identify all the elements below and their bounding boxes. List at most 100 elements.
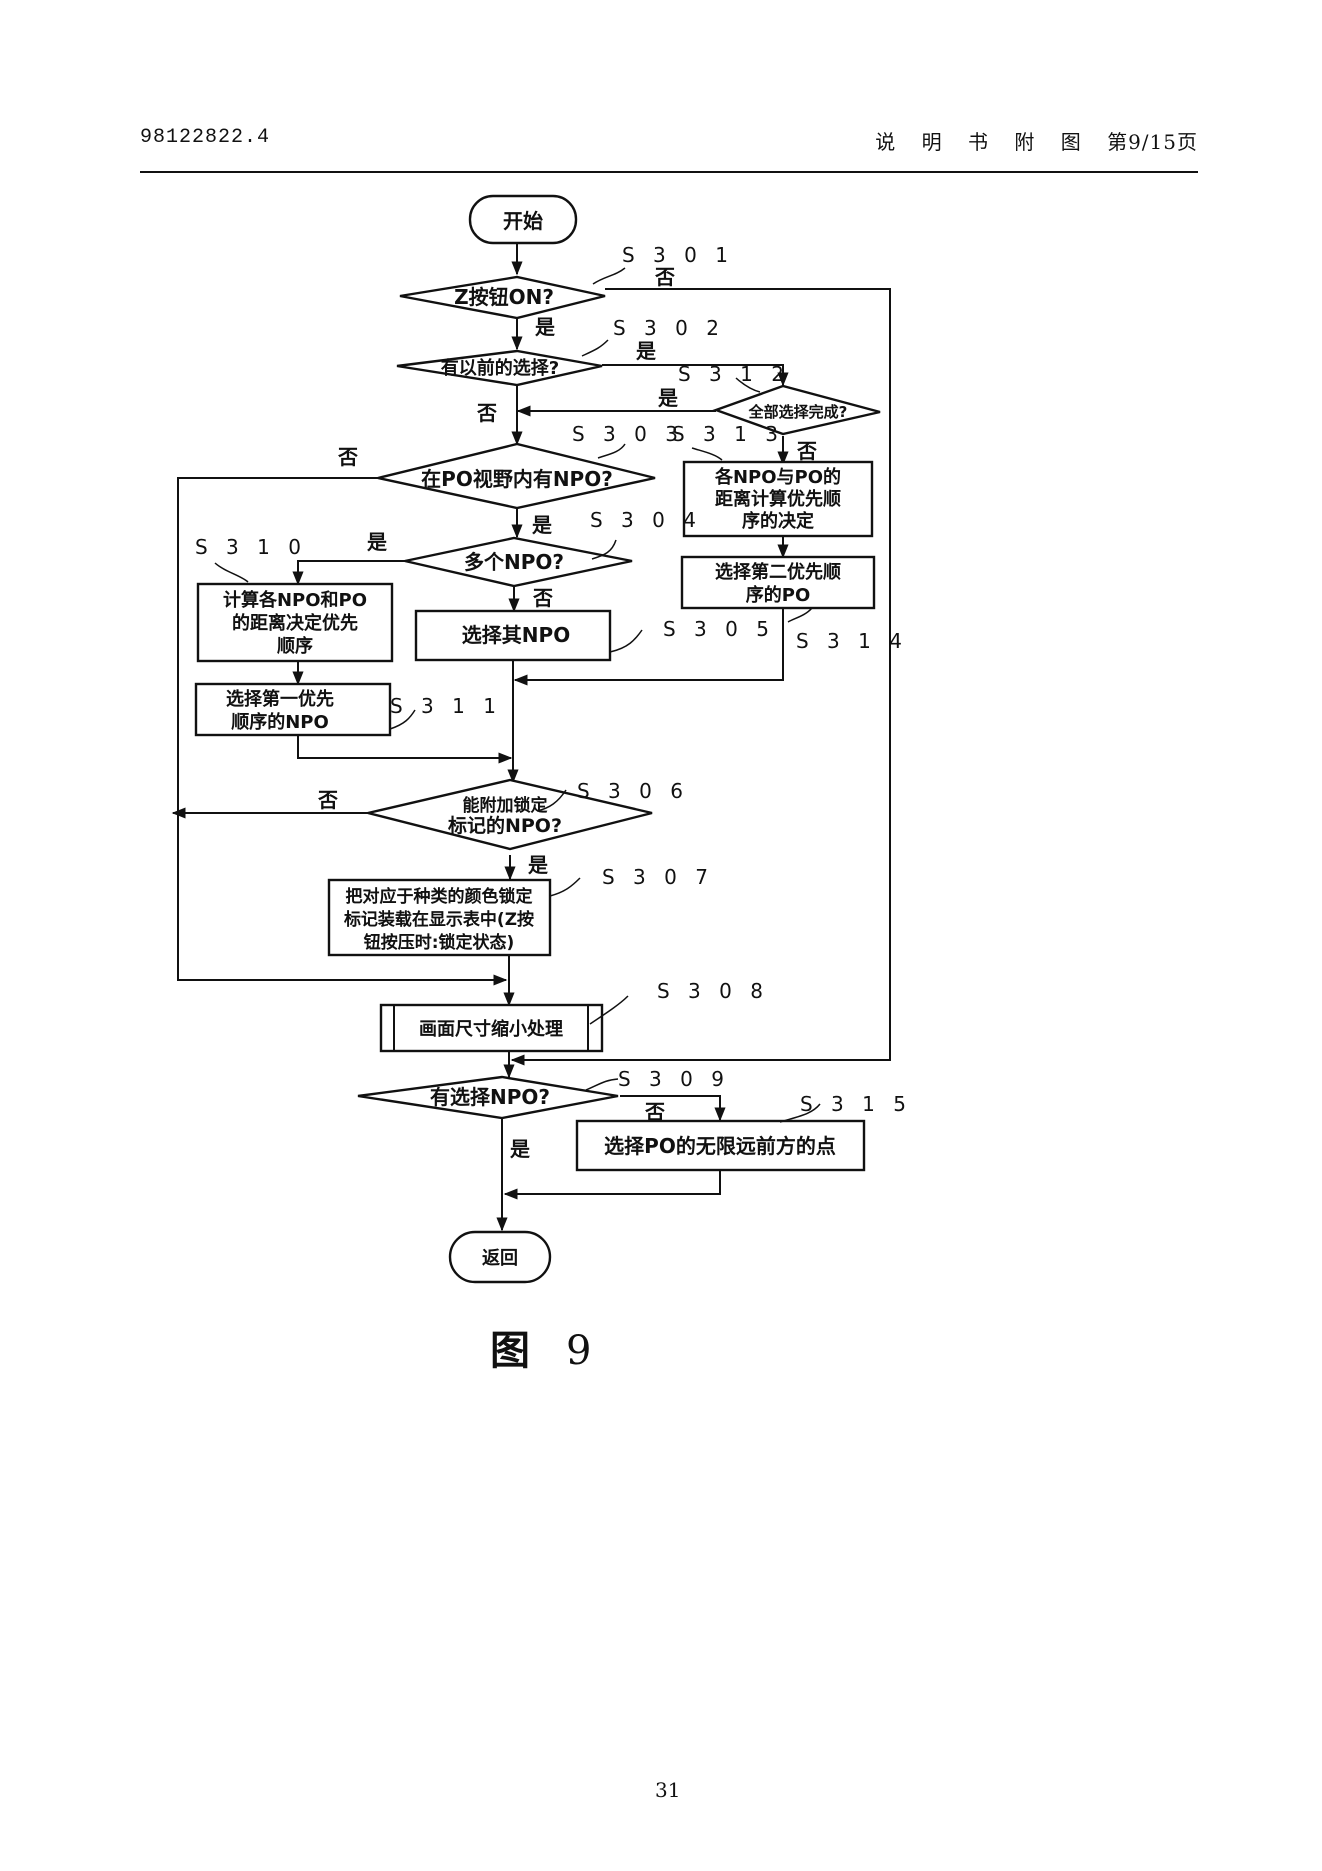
header-divider xyxy=(140,171,1198,173)
s305-step-label: S 3 0 5 xyxy=(663,617,775,641)
s307-text-3: 钮按压时:锁定状态) xyxy=(364,932,515,953)
s311-step-label: S 3 1 1 xyxy=(390,694,502,718)
subroutine-s308 xyxy=(379,1003,604,1053)
s302-text: 有以前的选择? xyxy=(441,357,559,379)
s310-text-2: 的距离决定优先 xyxy=(232,612,358,634)
s313-leader xyxy=(691,447,723,461)
s304-leader xyxy=(591,539,617,560)
decision-s303 xyxy=(377,442,656,510)
header-section-title: 说 明 书 附 图 第9/15页 xyxy=(857,126,1198,155)
s314-leader xyxy=(787,607,813,623)
arrow-s304-yes-s310 xyxy=(292,560,405,586)
s309-no-label: 否 xyxy=(644,1100,665,1124)
arrow-s309-no-s315 xyxy=(620,1095,726,1122)
s312-no-label: 否 xyxy=(796,439,817,463)
start-label: 开始 xyxy=(503,209,543,233)
header-char: 明 xyxy=(921,130,943,154)
s309-leader xyxy=(585,1078,619,1091)
header-char: 说 xyxy=(875,130,897,154)
s307-text-2: 标记装载在显示表中(Z按 xyxy=(344,909,534,930)
s314-text-2: 序的PO xyxy=(746,584,811,606)
s312-yes-label: 是 xyxy=(657,386,678,410)
connectors xyxy=(171,243,891,1232)
figure-caption-number: 9 xyxy=(566,1328,592,1374)
s311-text-2: 顺序的NPO xyxy=(231,711,329,733)
s305-text: 选择其NPO xyxy=(462,623,570,647)
s313-text-2: 距离计算优先顺 xyxy=(715,488,841,510)
decision-s304 xyxy=(404,536,633,588)
s306-step-label: S 3 0 6 xyxy=(577,779,689,803)
arrow-s311-merge xyxy=(297,735,513,764)
s308-text: 画面尺寸缩小处理 xyxy=(419,1018,563,1040)
s306-yes-label: 是 xyxy=(527,853,548,877)
s303-step-label: S 3 0 3 xyxy=(572,422,684,446)
start-terminal xyxy=(468,194,578,245)
process-s305 xyxy=(414,609,612,662)
s314-step-label: S 3 1 4 xyxy=(796,629,908,653)
s310-text-1: 计算各NPO和PO xyxy=(223,589,367,611)
s304-step-label: S 3 0 4 xyxy=(590,508,702,532)
s302-yes-label: 是 xyxy=(635,339,656,363)
process-s313 xyxy=(682,460,874,538)
arrow-s314-merge xyxy=(513,608,784,686)
s309-step-label: S 3 0 9 xyxy=(618,1067,730,1091)
s308-leader xyxy=(589,995,629,1025)
process-s314 xyxy=(680,555,876,610)
process-s307 xyxy=(327,878,552,957)
s301-leader xyxy=(592,267,626,285)
s306-text-1: 能附加锁定 xyxy=(463,795,548,816)
s302-leader xyxy=(581,339,609,357)
s312-text: 全部选择完成? xyxy=(748,403,848,421)
s309-yes-label: 是 xyxy=(509,1137,530,1161)
s313-text-1: 各NPO与PO的 xyxy=(714,466,841,488)
decision-s309 xyxy=(357,1075,619,1120)
decision-s306 xyxy=(367,778,653,851)
s310-step-label: S 3 1 0 xyxy=(195,535,307,559)
decision-s302 xyxy=(396,349,603,387)
s302-step-label: S 3 0 2 xyxy=(613,316,725,340)
s304-yes-label: 是 xyxy=(366,530,387,554)
arrow-s315-merge xyxy=(503,1170,721,1200)
s304-no-label: 否 xyxy=(532,586,553,610)
s301-yes-label: 是 xyxy=(534,315,555,339)
s312-step-label: S 3 1 2 xyxy=(678,362,790,386)
s307-text-1: 把对应于种类的颜色锁定 xyxy=(346,886,533,907)
decision-s301 xyxy=(399,275,606,320)
s311-text-1: 选择第一优先 xyxy=(226,688,334,710)
s306-text-2: 标记的NPO? xyxy=(448,814,562,837)
process-s310 xyxy=(196,582,394,663)
decision-s312 xyxy=(712,384,881,436)
s315-text: 选择PO的无限远前方的点 xyxy=(604,1134,836,1158)
s301-step-label: S 3 0 1 xyxy=(622,243,734,267)
s302-no-label: 否 xyxy=(476,401,497,425)
arrow-s302-yes-s312 xyxy=(602,364,789,387)
header-char: 图 xyxy=(1060,130,1082,154)
s315-leader xyxy=(779,1103,821,1123)
s308-step-label: S 3 0 8 xyxy=(657,979,769,1003)
s305-leader xyxy=(609,629,643,653)
s313-step-label: S 3 1 3 xyxy=(672,422,784,446)
s307-step-label: S 3 0 7 xyxy=(602,865,714,889)
end-terminal xyxy=(448,1230,552,1284)
s314-text-1: 选择第二优先顺 xyxy=(715,561,841,583)
s304-text: 多个NPO? xyxy=(464,550,564,574)
document-number: 98122822.4 xyxy=(140,126,271,149)
header-char: 附 xyxy=(1014,130,1036,154)
s303-no-label: 否 xyxy=(337,445,358,469)
s312-leader xyxy=(735,377,761,393)
s310-leader xyxy=(214,562,249,583)
s303-text: 在PO视野内有NPO? xyxy=(421,467,613,491)
s306-no-label: 否 xyxy=(317,788,338,812)
arrow-s303-no-bypass xyxy=(177,477,508,986)
s306-leader xyxy=(536,789,567,812)
s303-leader xyxy=(597,443,626,459)
figure-caption-prefix: 图 xyxy=(490,1327,530,1374)
s301-text: Z按钮ON? xyxy=(454,285,554,309)
header-char: 书 xyxy=(968,130,989,154)
arrow-s301-no-bypass xyxy=(510,288,891,1066)
s311-leader xyxy=(389,709,416,730)
s307-leader xyxy=(549,877,581,897)
process-s315 xyxy=(575,1119,866,1172)
